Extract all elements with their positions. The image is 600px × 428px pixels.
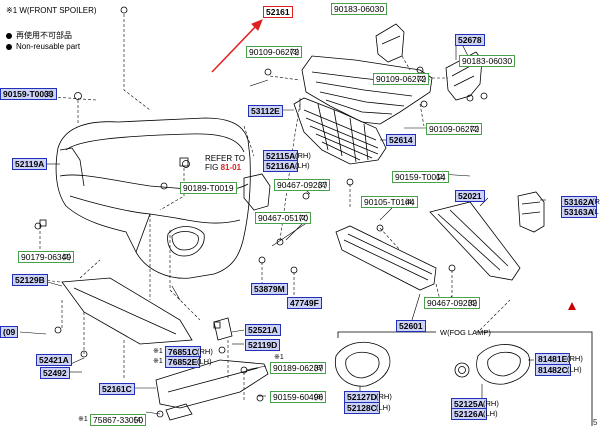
part-53879m[interactable]: 53879M	[251, 283, 288, 295]
part-53163a[interactable]: 53163A	[561, 206, 597, 218]
part-90159-t0014[interactable]: 90159-T0014	[392, 171, 449, 183]
part-52126a[interactable]: 52126A	[451, 408, 487, 420]
part-47749f[interactable]: 47749F	[287, 297, 322, 309]
part-90183-06030-top[interactable]: 90183-06030	[331, 3, 388, 15]
nonreusable-bullet-icon	[6, 43, 12, 50]
part-90189-t0019[interactable]: 90189-T0019	[180, 182, 237, 194]
side-53162a: (R	[592, 197, 600, 206]
star-mark-76851c: ※1	[153, 348, 163, 355]
part-81482c[interactable]: 81482C	[535, 364, 571, 376]
part-52492[interactable]: 52492	[40, 367, 70, 379]
qty-90467-05170: (2)	[299, 213, 309, 222]
part-52614[interactable]: 52614	[386, 134, 416, 146]
qty-90109-c: (2)	[470, 124, 480, 133]
qty-90467-09232: (6)	[468, 298, 478, 307]
part-90105-t0144[interactable]: 90105-T0144	[361, 196, 418, 208]
legend-reusable-text: 再使用不可部品	[16, 31, 72, 40]
side-53163a: (L	[592, 207, 599, 216]
part-76852e[interactable]: 76852E	[165, 356, 201, 368]
part-52116a[interactable]: 52116A	[263, 160, 299, 172]
part-90109-06272-b[interactable]: 90109-06272	[373, 73, 430, 85]
part-09-partial[interactable]: (09	[0, 326, 19, 338]
side-76851c: (RH)	[197, 347, 213, 356]
qty-90189-06237: (8)	[314, 363, 324, 372]
page-corner-number: 5	[593, 418, 598, 427]
page-marker-icon	[568, 302, 576, 310]
part-90159-60496[interactable]: 90159-60496	[270, 391, 327, 403]
star-mark-90189-06237: ※1	[274, 354, 284, 361]
qty-90109-a: (3)	[290, 47, 300, 56]
qty-90159-60496: (8)	[314, 392, 324, 401]
highlight-arrow	[211, 19, 263, 73]
legend-reusable: 再使用不可部品	[6, 30, 72, 41]
part-75867-33050[interactable]: 75867-33050	[90, 414, 147, 426]
part-52119d[interactable]: 52119D	[245, 339, 281, 351]
diagram-title: ※1 W(FRONT SPOILER)	[6, 6, 97, 15]
side-52126a: (LH)	[483, 409, 498, 418]
qty-90105-t0144: (4)	[405, 197, 415, 206]
absorber-drawing	[335, 225, 437, 291]
part-52128c[interactable]: 52128C	[344, 402, 380, 414]
part-52421a[interactable]: 52421A	[36, 354, 72, 366]
part-53112e[interactable]: 53112E	[248, 105, 283, 117]
side-52128c: (LH)	[376, 403, 391, 412]
side-52127d: (RH)	[376, 392, 392, 401]
side-52125a: (RH)	[483, 399, 499, 408]
side-81482c: (LH)	[567, 365, 582, 374]
bumper-cover-drawing	[55, 117, 251, 279]
part-52129b[interactable]: 52129B	[12, 274, 48, 286]
side-52116a: (LH)	[295, 161, 310, 170]
qty-75867-33050: (4)	[134, 415, 144, 424]
upper-bracket-drawing	[301, 55, 433, 125]
star-mark-75867: ※1	[78, 416, 88, 423]
refer-fig-link[interactable]: 81-01	[220, 163, 242, 172]
part-52601[interactable]: 52601	[396, 320, 426, 332]
fog-lamp-section-title: W(FOG LAMP)	[440, 328, 491, 337]
qty-90159-t0014: (2)	[436, 172, 446, 181]
side-81481e: (RH)	[567, 354, 583, 363]
part-52521a[interactable]: 52521A	[245, 324, 281, 336]
grille-drawing	[293, 97, 387, 165]
qty-90159-t0033: (3)	[44, 89, 54, 98]
star-mark-76852e: ※1	[153, 358, 163, 365]
reusable-bullet-icon	[6, 32, 12, 39]
part-90159-t0033[interactable]: 90159-T0033	[0, 88, 57, 100]
part-52021[interactable]: 52021	[455, 190, 485, 202]
part-90189-06237[interactable]: 90189-06237	[270, 362, 327, 374]
qty-90179-06349: (2)	[62, 252, 72, 261]
qty-90467-09237: (2)	[318, 180, 328, 189]
part-52678[interactable]: 52678	[455, 34, 485, 46]
refer-to-note: REFER TO FIG 81-01	[205, 154, 245, 172]
part-90467-09237[interactable]: 90467-09237	[274, 179, 331, 191]
part-90467-09232[interactable]: 90467-09232	[424, 297, 481, 309]
side-76852e: (LH)	[197, 357, 212, 366]
legend-nonreusable: Non-reusable part	[6, 42, 80, 51]
refer-line1: REFER TO	[205, 154, 246, 163]
part-52119a[interactable]: 52119A	[12, 158, 48, 170]
refer-line2: FIG	[205, 163, 219, 172]
side-52115a: (RH)	[295, 151, 311, 160]
part-90183-06030-b[interactable]: 90183-06030	[459, 55, 516, 67]
reinforcement-drawing	[429, 201, 521, 281]
part-90109-06272-a[interactable]: 90109-06272	[246, 46, 303, 58]
part-52161c[interactable]: 52161C	[99, 383, 135, 395]
legend-nonreusable-text: Non-reusable part	[16, 42, 81, 51]
qty-90109-b: (2)	[417, 74, 427, 83]
part-90467-05170[interactable]: 90467-05170	[255, 212, 312, 224]
part-90179-06349[interactable]: 90179-06349	[18, 251, 75, 263]
part-52161[interactable]: 52161	[263, 6, 293, 18]
part-90109-06272-c[interactable]: 90109-06272	[426, 123, 483, 135]
